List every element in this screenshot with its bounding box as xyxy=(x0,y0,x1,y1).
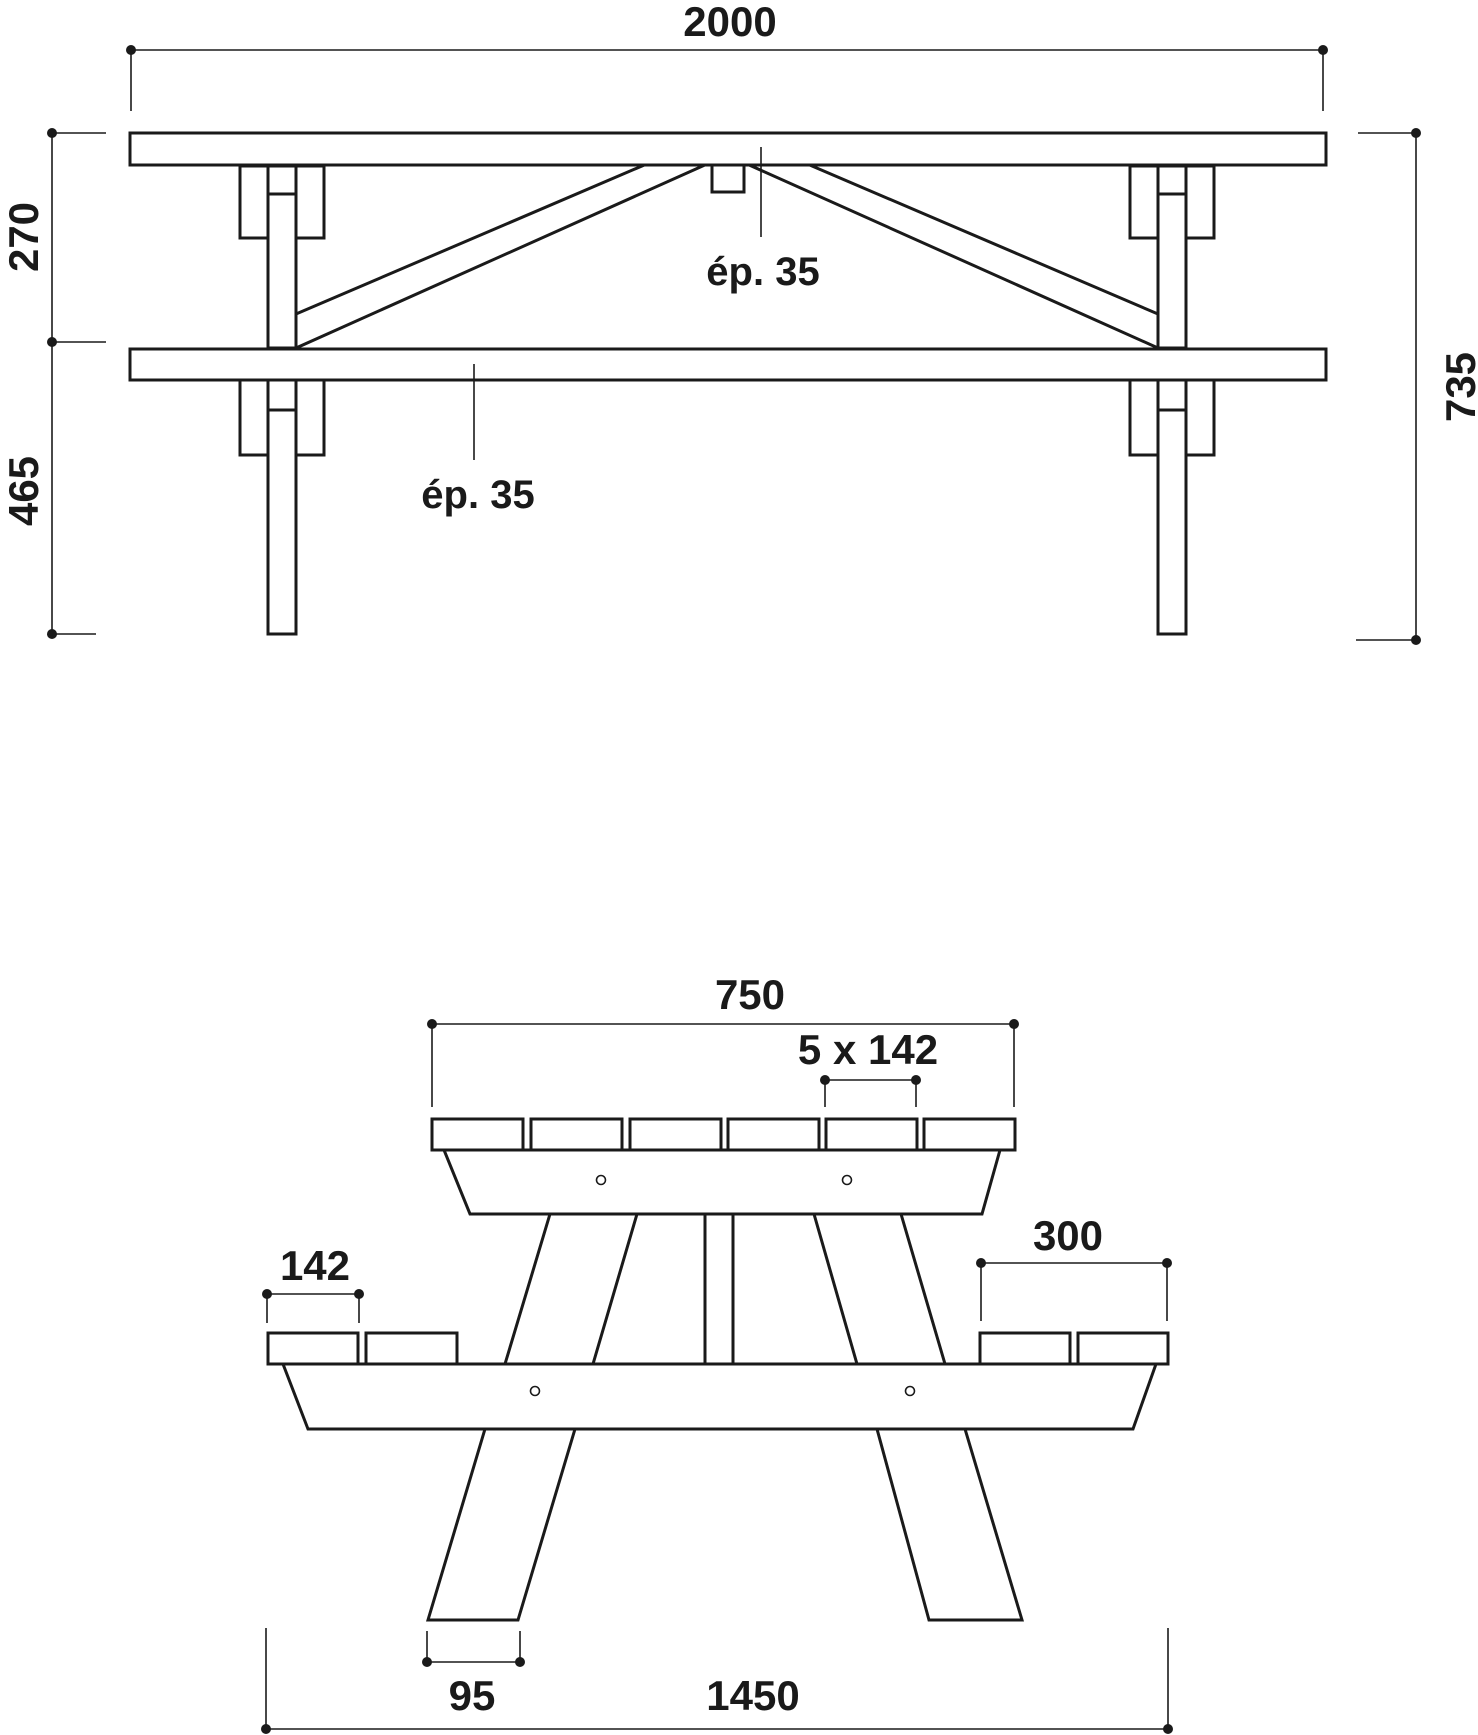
top-board xyxy=(529,1117,624,1152)
front-view: 2000 270 465 735 ép. 35 ép. 35 xyxy=(0,0,1478,645)
center-post xyxy=(703,1212,735,1366)
seat-boards xyxy=(266,1331,1170,1366)
lower-left-leg xyxy=(425,1427,578,1622)
upper-left-leg xyxy=(502,1212,640,1366)
top-board xyxy=(628,1117,723,1152)
board-spacing-label: 5 x 142 xyxy=(798,1026,938,1073)
right-seat-bracket-inner xyxy=(1156,378,1188,412)
top-board xyxy=(726,1117,821,1152)
seat-board-left-inner xyxy=(364,1331,459,1366)
seat-board-width-dimension xyxy=(262,1289,364,1323)
top-apron-bolt-right xyxy=(841,1174,853,1186)
total-width-label: 1450 xyxy=(706,1672,799,1719)
seat-height-label: 465 xyxy=(0,456,47,526)
top-width-dimension xyxy=(427,1019,1019,1107)
seat-apron-bolt-left xyxy=(529,1385,541,1397)
table-top xyxy=(128,131,1328,167)
left-brace xyxy=(294,158,717,351)
top-boards xyxy=(430,1117,1017,1152)
left-top-bracket-inner xyxy=(266,164,298,196)
total-height-label: 735 xyxy=(1437,352,1478,422)
left-leg-upper xyxy=(266,192,298,350)
seat-board-right-outer xyxy=(1076,1331,1170,1366)
top-width-label: 750 xyxy=(715,971,785,1018)
seat-board-right-inner xyxy=(978,1331,1072,1366)
length-label: 2000 xyxy=(683,0,776,45)
total-height-dimension xyxy=(1356,128,1421,645)
board-spacing-dimension xyxy=(820,1075,921,1107)
seat-apron xyxy=(280,1362,1159,1431)
right-leg-upper xyxy=(1156,192,1188,350)
top-board xyxy=(824,1117,919,1152)
top-apron xyxy=(441,1148,1002,1216)
seat-thickness-label: ép. 35 xyxy=(421,473,534,517)
seat-width-label: 300 xyxy=(1033,1212,1103,1259)
top-board xyxy=(430,1117,525,1152)
top-thickness-label: ép. 35 xyxy=(706,250,819,294)
right-top-bracket-inner xyxy=(1156,164,1188,196)
lower-right-leg xyxy=(875,1427,1025,1622)
seat-board-width-label: 142 xyxy=(280,1242,350,1289)
seat-apron-bolt-right xyxy=(904,1385,916,1397)
leg-width-label: 95 xyxy=(449,1672,496,1719)
left-height-dimension xyxy=(47,128,106,639)
seat-width-dimension xyxy=(976,1258,1172,1321)
seat-bench xyxy=(128,347,1328,382)
leg-width-dimension xyxy=(422,1631,525,1667)
side-view: 750 5 x 142 142 300 95 1450 xyxy=(261,971,1173,1734)
center-block xyxy=(710,162,746,194)
left-seat-bracket-inner xyxy=(266,378,298,412)
top-height-label: 270 xyxy=(0,202,47,272)
total-width-dimension xyxy=(261,1628,1173,1734)
upper-right-leg xyxy=(812,1212,948,1366)
top-apron-bolt-left xyxy=(595,1174,607,1186)
length-dimension xyxy=(126,45,1328,111)
right-leg-lower xyxy=(1156,408,1188,636)
top-board xyxy=(922,1117,1017,1152)
left-leg-lower xyxy=(266,408,298,636)
seat-board-left-outer xyxy=(266,1331,360,1366)
